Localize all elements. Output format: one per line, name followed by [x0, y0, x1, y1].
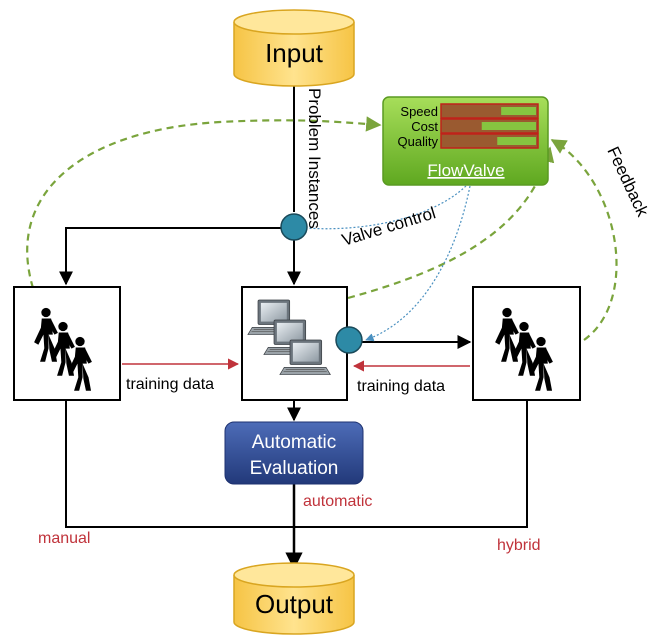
meter-label-cost: Cost [411, 119, 438, 134]
meter-label-speed: Speed [400, 104, 438, 119]
output-label: Output [255, 589, 334, 619]
problem-instances-label: Problem Instances [305, 88, 324, 229]
valve-control-lines [305, 185, 471, 342]
manual-label: manual [38, 530, 90, 547]
evaluation-label-line1: Automatic [252, 432, 336, 453]
crowd-box-right [472, 286, 581, 401]
automatic-evaluation-box: Automatic Evaluation [224, 421, 364, 485]
training-data-label-left: training data [126, 376, 214, 393]
evaluation-label-line2: Evaluation [250, 458, 339, 479]
input-label: Input [265, 38, 324, 68]
meter-border-speed [440, 103, 539, 119]
input-database: Input [233, 9, 355, 87]
flowvalve-title: FlowValve [427, 161, 504, 180]
computers-box [241, 286, 348, 401]
junction-node-top [280, 213, 308, 241]
training-data-label-right: training data [357, 378, 445, 395]
meter-level-quality [497, 137, 536, 145]
output-database: Output [233, 562, 355, 635]
meter-border-cost [440, 118, 539, 134]
junction-node-computers [335, 326, 363, 354]
crowd-box-left [13, 286, 121, 401]
hybrid-label: hybrid [497, 537, 541, 554]
flow-lines [59, 84, 528, 570]
automatic-label: automatic [303, 493, 372, 510]
meter-level-speed [501, 107, 536, 115]
meter-label-quality: Quality [398, 134, 439, 149]
meter-border-quality [440, 133, 539, 149]
valve-control-label: Valve control [340, 203, 438, 250]
feedback-label: Feedback [603, 144, 649, 220]
meter-level-cost [481, 122, 536, 130]
